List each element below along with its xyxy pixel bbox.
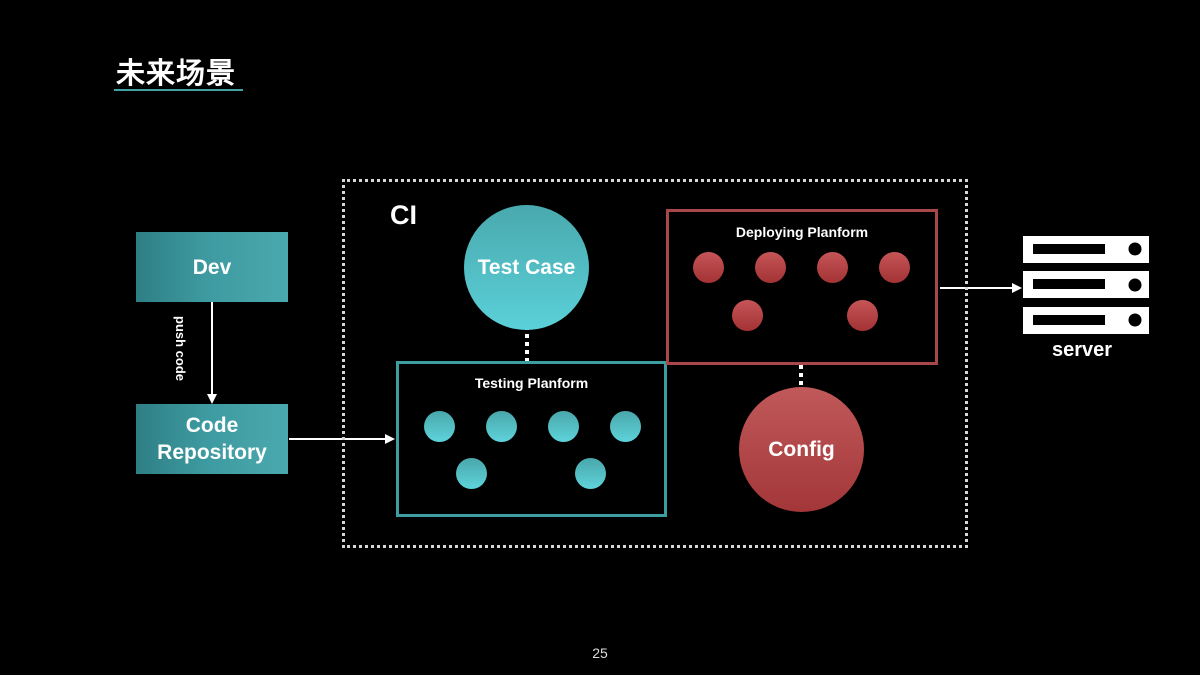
testing-node [575,458,606,489]
testing-node [486,411,517,442]
testing-node [424,411,455,442]
deploying-node [732,300,763,331]
server-unit [1023,307,1149,334]
testing-node [610,411,641,442]
testing-node [456,458,487,489]
dev-node: Dev [136,232,288,302]
code-repository-node: Code Repository [136,404,288,474]
server-unit [1023,271,1149,298]
ci-label: CI [390,200,417,230]
deploying-node [817,252,848,283]
testing-platform-label: Testing Planform [474,375,589,391]
dev-label: Dev [192,255,232,279]
slide-title: 未来场景 [116,56,237,90]
deploying-node [879,252,910,283]
title-underline [114,89,243,91]
page-number: 25 [592,645,608,661]
ci-boundary [342,179,968,548]
deploying-node [693,252,724,283]
code-repository-label: Code Repository [157,414,267,464]
push-code-label: push code [173,316,188,382]
server-label: server [1052,339,1113,361]
testing-platform: Testing Planform [396,361,667,517]
test-case-node: Test Case [464,205,589,330]
server-unit [1023,236,1149,263]
deploying-platform-label: Deploying Planform [735,224,869,240]
deploying-platform: Deploying Planform [666,209,938,365]
deploying-node [847,300,878,331]
testing-node [548,411,579,442]
server-rack-icon [1023,236,1149,334]
deploying-node [755,252,786,283]
config-label: Config [768,437,835,461]
config-node: Config [739,387,864,512]
test-case-label: Test Case [477,255,576,279]
